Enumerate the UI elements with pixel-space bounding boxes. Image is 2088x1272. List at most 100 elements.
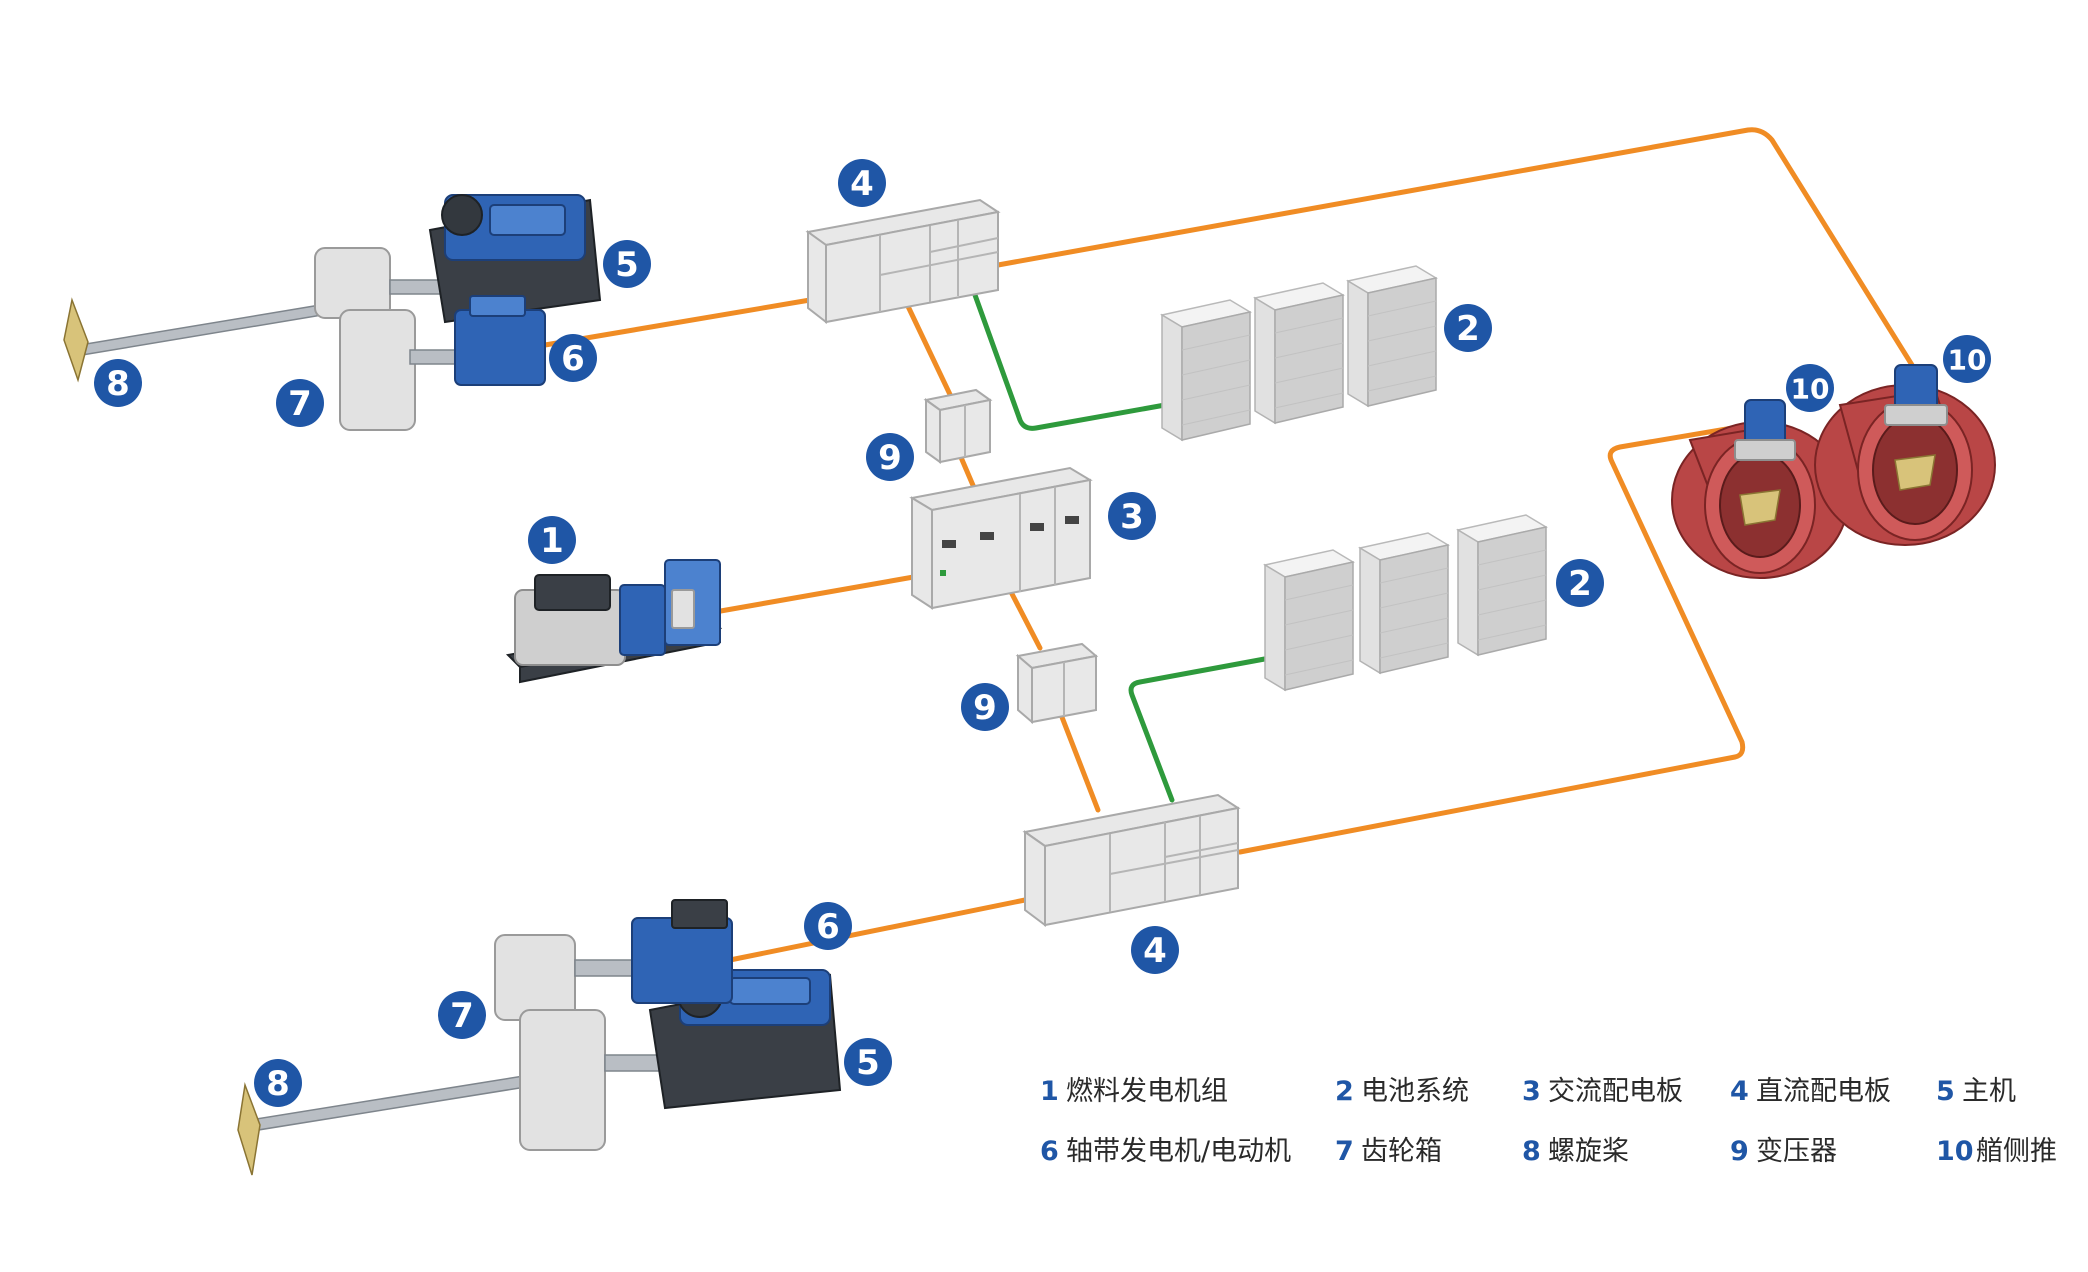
- svg-text:交流配电板: 交流配电板: [1548, 1076, 1683, 1107]
- transformer-top: [923, 388, 993, 464]
- propeller-top: [63, 297, 89, 383]
- badge-5-top: 5: [603, 240, 651, 288]
- legend: 1 燃料发电机组 2 电池系统 3 交流配电板 4 直流配电板 5 主机 6 轴…: [1040, 1076, 2057, 1167]
- svg-text:轴带发电机/电动机: 轴带发电机/电动机: [1066, 1136, 1291, 1167]
- svg-text:5: 5: [856, 1043, 880, 1083]
- svg-text:7: 7: [1335, 1136, 1354, 1167]
- svg-text:螺旋桨: 螺旋桨: [1548, 1136, 1629, 1167]
- fuel-generator-set: [505, 559, 723, 684]
- svg-text:6: 6: [816, 907, 840, 947]
- svg-text:5: 5: [1936, 1076, 1955, 1107]
- svg-text:齿轮箱: 齿轮箱: [1361, 1136, 1442, 1167]
- cable-dc-board-top-to-transformer: [902, 297, 958, 408]
- bow-thruster-left: [1671, 399, 1849, 579]
- svg-text:主机: 主机: [1962, 1076, 2016, 1107]
- legend-item-2: 2 电池系统: [1335, 1076, 1469, 1107]
- svg-text:3: 3: [1120, 497, 1144, 537]
- legend-item-8: 8 螺旋桨: [1522, 1136, 1629, 1167]
- svg-text:7: 7: [450, 996, 474, 1036]
- svg-text:2: 2: [1456, 309, 1480, 349]
- svg-text:电池系统: 电池系统: [1361, 1076, 1469, 1107]
- svg-text:9: 9: [973, 688, 997, 728]
- svg-text:5: 5: [615, 245, 639, 285]
- legend-item-9: 9 变压器: [1730, 1136, 1837, 1167]
- cable-dc-board-bottom-to-thruster-left: [1237, 420, 1765, 855]
- gearbox-top-lower: [339, 309, 416, 431]
- cable-dc-board-bottom-to-battery: [1128, 655, 1273, 803]
- legend-item-7: 7 齿轮箱: [1335, 1136, 1442, 1167]
- legend-item-10: 10 艏侧推: [1936, 1136, 2057, 1167]
- cable-dc-board-bottom-to-shaft-gen: [727, 897, 1028, 963]
- badge-8-top: 8: [94, 359, 142, 407]
- badge-2-bottom: 2: [1556, 559, 1604, 607]
- svg-text:4: 4: [1143, 931, 1167, 971]
- shaft-generator-top: [454, 309, 546, 386]
- battery-rack: [1455, 514, 1549, 657]
- badge-6-top: 6: [549, 334, 597, 382]
- badge-4-bottom: 4: [1131, 926, 1179, 974]
- transformer-bottom: [1015, 642, 1099, 725]
- propeller-shaft-top: [79, 304, 323, 356]
- battery-ribs: [1181, 300, 1437, 426]
- propeller-bottom: [237, 1082, 261, 1176]
- propulsion-train-bottom: [237, 899, 842, 1176]
- battery-rack: [1159, 299, 1253, 442]
- svg-text:燃料发电机组: 燃料发电机组: [1066, 1076, 1228, 1107]
- svg-text:10: 10: [1791, 373, 1830, 406]
- badge-3: 3: [1108, 492, 1156, 540]
- ac-switchboard: [909, 466, 1093, 610]
- cable-ac-board-to-transformer-bottom: [1007, 587, 1043, 651]
- svg-text:4: 4: [850, 164, 874, 204]
- badge-6-bottom: 6: [804, 902, 852, 950]
- shaft-generator-bottom: [631, 917, 733, 1004]
- gearbox-top-upper: [314, 247, 391, 319]
- svg-text:1: 1: [540, 521, 564, 561]
- battery-rack: [1357, 532, 1451, 675]
- svg-text:2: 2: [1568, 564, 1592, 604]
- svg-text:6: 6: [561, 339, 585, 379]
- svg-text:9: 9: [878, 438, 902, 478]
- cable-dc-board-top-to-thruster-right: [995, 127, 1915, 368]
- cable-shaft-gen-top-to-dc-board: [542, 297, 813, 348]
- badge-9-top: 9: [866, 433, 914, 481]
- battery-rack: [1252, 282, 1346, 425]
- svg-text:4: 4: [1730, 1076, 1749, 1107]
- svg-text:1: 1: [1040, 1076, 1059, 1107]
- gearbox-bottom-upper: [494, 934, 576, 1021]
- badge-2-top: 2: [1444, 304, 1492, 352]
- battery-rack: [1345, 265, 1439, 408]
- propulsion-train-top: [63, 194, 602, 431]
- svg-text:直流配电板: 直流配电板: [1756, 1076, 1891, 1107]
- svg-text:10: 10: [1936, 1136, 1974, 1167]
- battery-rack: [1262, 549, 1356, 692]
- legend-item-6: 6 轴带发电机/电动机: [1040, 1136, 1291, 1167]
- gearbox-bottom-lower: [519, 1009, 606, 1151]
- battery-system-top: [1159, 265, 1439, 442]
- legend-item-1: 1 燃料发电机组: [1040, 1076, 1228, 1107]
- badge-10-right: 10: [1943, 335, 1991, 383]
- battery-ribs: [1284, 549, 1547, 676]
- svg-text:10: 10: [1948, 344, 1987, 377]
- badge-10-left: 10: [1786, 364, 1834, 412]
- badge-9-bottom: 9: [961, 683, 1009, 731]
- cable-layer: [542, 127, 1915, 963]
- cable-genset-to-ac-board: [712, 572, 928, 615]
- cable-dc-board-top-to-battery: [972, 292, 1168, 431]
- badge-5-bottom: 5: [844, 1038, 892, 1086]
- badge-8-bottom: 8: [254, 1059, 302, 1107]
- cable-transformer-bottom-to-dc-board: [1057, 709, 1101, 813]
- svg-text:变压器: 变压器: [1756, 1136, 1837, 1167]
- svg-text:9: 9: [1730, 1136, 1749, 1167]
- cable-transformer-top-to-ac-board: [957, 452, 978, 493]
- svg-text:8: 8: [1522, 1136, 1541, 1167]
- badge-4-top: 4: [838, 159, 886, 207]
- badge-1: 1: [528, 516, 576, 564]
- svg-text:艏侧推: 艏侧推: [1976, 1136, 2057, 1167]
- dc-switchboard-top: [805, 198, 1001, 325]
- badge-7-top: 7: [276, 379, 324, 427]
- svg-text:2: 2: [1335, 1076, 1354, 1107]
- svg-text:7: 7: [288, 384, 312, 424]
- badge-7-bottom: 7: [438, 991, 486, 1039]
- legend-item-5: 5 主机: [1936, 1076, 2016, 1107]
